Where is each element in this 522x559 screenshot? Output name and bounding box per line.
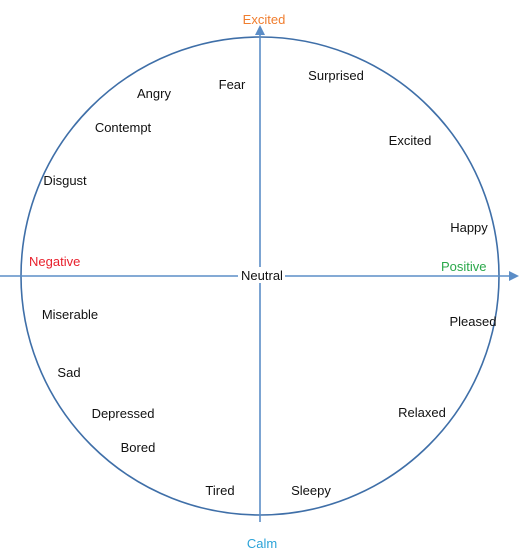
emotion-relaxed: Relaxed (398, 405, 446, 420)
emotion-bored: Bored (121, 440, 156, 455)
emotion-pleased: Pleased (450, 314, 497, 329)
emotion-sleepy: Sleepy (291, 483, 331, 498)
emotion-sad: Sad (57, 365, 80, 380)
emotion-fear: Fear (219, 77, 246, 92)
axis-label-positive: Positive (441, 259, 487, 274)
axis-label-negative: Negative (29, 254, 80, 269)
axis-label-excited: Excited (243, 12, 286, 27)
axis-label-calm: Calm (247, 536, 277, 551)
emotion-angry: Angry (137, 86, 171, 101)
center-label-neutral: Neutral (241, 268, 283, 283)
emotion-tired: Tired (205, 483, 234, 498)
emotion-excited: Excited (389, 133, 432, 148)
emotion-surprised: Surprised (308, 68, 364, 83)
emotion-happy: Happy (450, 220, 488, 235)
emotion-depressed: Depressed (92, 406, 155, 421)
emotion-miserable: Miserable (42, 307, 98, 322)
emotion-disgust: Disgust (43, 173, 87, 188)
emotion-contempt: Contempt (95, 120, 152, 135)
neutral-label-background (238, 267, 285, 283)
